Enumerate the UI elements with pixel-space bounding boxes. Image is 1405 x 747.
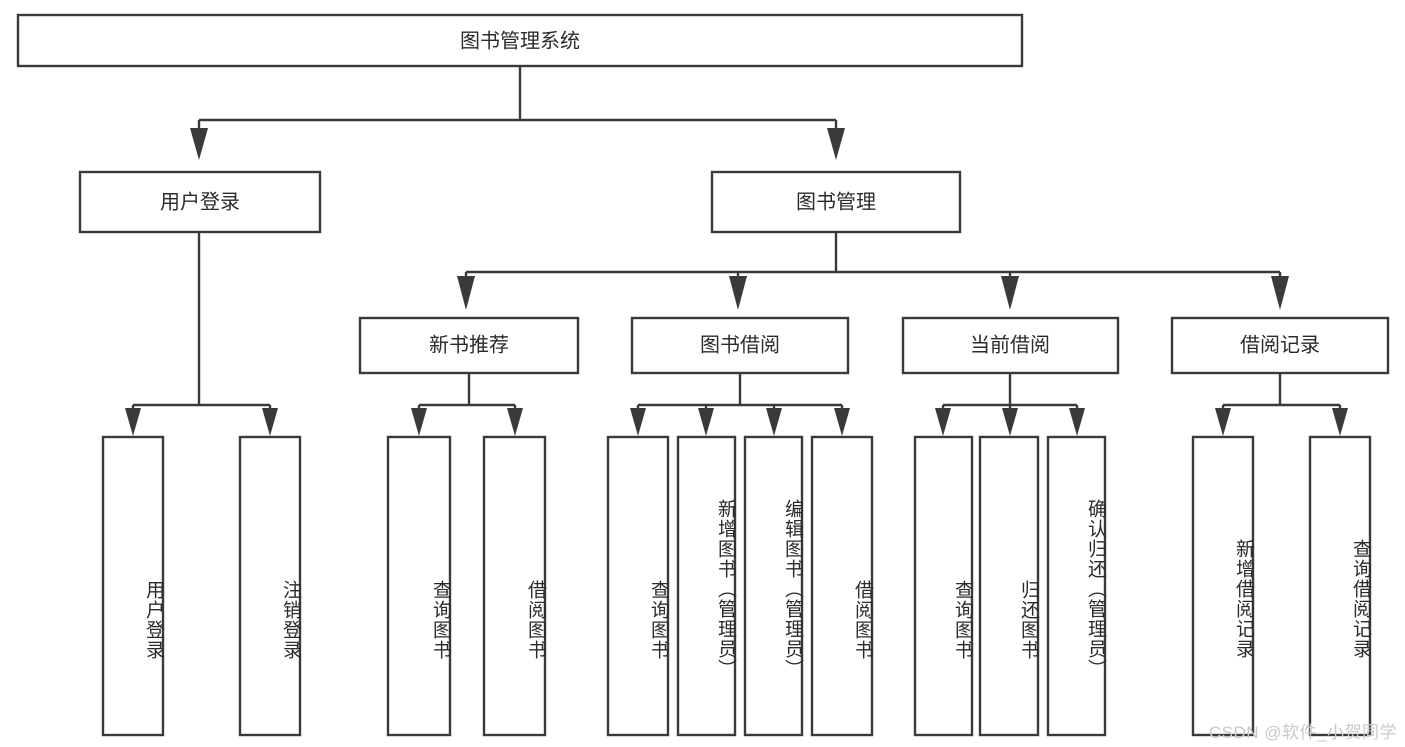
leaf-box-query-book-2[interactable]: [606, 435, 670, 737]
leaf-box-add-book[interactable]: [676, 435, 737, 737]
edge-group-root: [190, 66, 845, 160]
leaf-box-add-record[interactable]: [1191, 435, 1255, 737]
arrow-head-leaf-edit-book: [766, 408, 782, 436]
leaf-box-logout[interactable]: [238, 435, 302, 737]
node-borrow-record-label: 借阅记录: [1240, 333, 1320, 356]
edge-group-current-borrow: [935, 373, 1085, 436]
edge-group-book-mgmt: [457, 232, 1289, 310]
arrow-head-leaf-query-book-1: [411, 408, 427, 436]
arrow-head-new-book-rec: [457, 276, 475, 310]
edge-group-new-book-rec: [411, 373, 523, 436]
arrow-head-leaf-add-book: [698, 408, 714, 436]
arrow-head-leaf-query-record: [1332, 408, 1348, 436]
node-current-borrow-label: 当前借阅: [970, 333, 1050, 356]
leaf-box-user-login[interactable]: [101, 435, 165, 737]
node-book-mgmt[interactable]: 图书管理: [710, 170, 962, 234]
leaf-box-borrow-book-1[interactable]: [482, 435, 547, 737]
arrow-head-leaf-query-book-3: [935, 408, 951, 436]
arrow-head-leaf-query-book-2: [630, 408, 646, 436]
arrow-head-user-login: [190, 128, 208, 160]
node-new-book-rec-box[interactable]: [358, 316, 580, 375]
node-book-mgmt-label: 图书管理: [796, 190, 876, 213]
leaf-box-query-book-1[interactable]: [386, 435, 452, 737]
csdn-watermark: CSDN @软件_小贺同学: [1208, 723, 1397, 742]
arrow-head-leaf-borrow-book-1: [507, 408, 523, 436]
node-book-borrow-box[interactable]: [630, 316, 850, 375]
node-book-borrow[interactable]: 图书借阅: [630, 316, 850, 375]
node-book-borrow-label: 图书借阅: [700, 333, 780, 356]
node-root[interactable]: 图书管理系统: [16, 13, 1024, 68]
node-root-label: 图书管理系统: [460, 29, 580, 52]
arrow-head-leaf-add-record: [1215, 408, 1231, 436]
leaf-box-confirm-return[interactable]: [1046, 435, 1107, 737]
leaf-box-edit-book[interactable]: [743, 435, 804, 737]
arrow-head-leaf-confirm-return: [1069, 408, 1085, 436]
node-new-book-rec[interactable]: 新书推荐: [358, 316, 580, 375]
leaf-box-borrow-book-2[interactable]: [810, 435, 874, 737]
edge-group-user-login: [125, 232, 278, 436]
arrow-head-leaf-logout: [262, 408, 278, 436]
arrow-head-current-borrow: [1001, 276, 1019, 310]
node-user-login-label: 用户登录: [160, 190, 240, 213]
arrow-head-leaf-borrow-book-2: [834, 408, 850, 436]
node-new-book-rec-label: 新书推荐: [429, 333, 509, 356]
leaf-boxes: [101, 435, 1372, 737]
arrow-head-leaf-return-book: [1002, 408, 1018, 436]
node-user-login[interactable]: 用户登录: [78, 170, 322, 234]
edge-group-borrow-record: [1215, 373, 1348, 436]
node-current-borrow-box[interactable]: [901, 316, 1120, 375]
edge-group-book-borrow: [630, 373, 850, 436]
leaf-box-query-record[interactable]: [1308, 435, 1372, 737]
node-current-borrow[interactable]: 当前借阅: [901, 316, 1120, 375]
node-borrow-record-box[interactable]: [1170, 316, 1390, 375]
node-borrow-record[interactable]: 借阅记录: [1170, 316, 1390, 375]
leaf-box-return-book[interactable]: [978, 435, 1040, 737]
node-book-mgmt-box[interactable]: [710, 170, 962, 234]
arrow-head-book-borrow: [729, 276, 747, 310]
arrow-head-book-mgmt: [827, 128, 845, 160]
node-user-login-box[interactable]: [78, 170, 322, 234]
arrow-head-borrow-record: [1271, 276, 1289, 310]
arrow-head-leaf-user-login: [125, 408, 141, 436]
node-root-box[interactable]: [16, 13, 1024, 68]
leaf-box-query-book-3[interactable]: [913, 435, 974, 737]
